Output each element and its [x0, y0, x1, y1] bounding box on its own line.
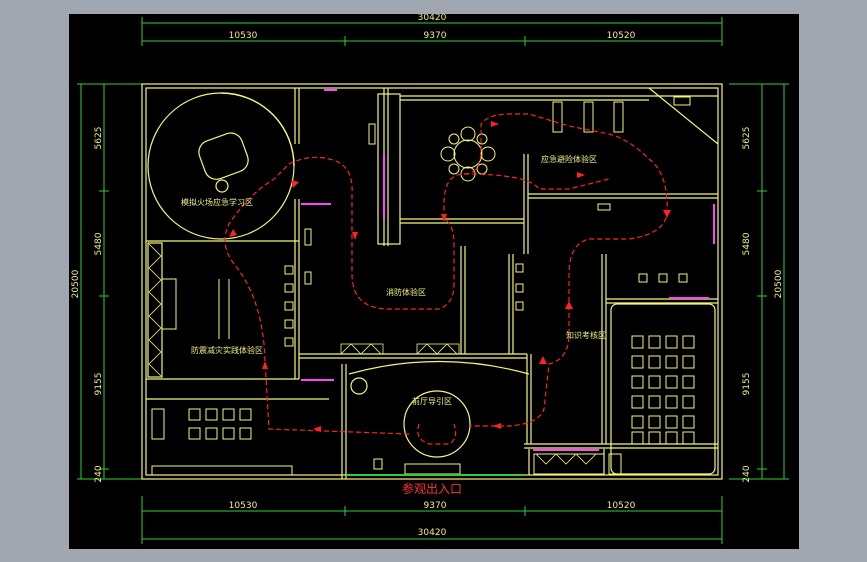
dim-top-seg-1: 10530: [229, 31, 258, 41]
room-label-knowledge-test: 知识考核区: [566, 330, 606, 340]
furniture: [151, 96, 691, 476]
circular-room: [147, 92, 530, 458]
stairs: [148, 243, 597, 465]
dim-right-total: 20500: [774, 269, 784, 298]
dim-left-seg-3: 9155: [94, 373, 104, 396]
dim-bottom-seg-1: 10530: [229, 501, 258, 511]
dim-right-seg-3: 9155: [742, 373, 752, 396]
visitor-route: [224, 113, 668, 445]
dim-top-total: 30420: [418, 14, 447, 23]
dim-left-total: 20500: [71, 269, 81, 298]
room-label-emergency-shelter: 应急避险体验区: [541, 154, 597, 164]
dim-right-seg-2: 5480: [742, 232, 752, 255]
dim-bottom-seg-3: 10520: [607, 501, 636, 511]
lower-left-seats: [188, 408, 252, 440]
dimension-lines: [77, 17, 789, 544]
round-table: [440, 126, 496, 182]
accents: [301, 89, 715, 451]
room-label-lobby: 前厅导引区: [412, 396, 452, 406]
dim-left-seg-2: 5480: [94, 232, 104, 255]
route-arrows: [229, 121, 671, 432]
dim-top-seg-2: 9370: [424, 31, 447, 41]
room-label-fire-experience: 消防体验区: [386, 287, 426, 297]
room-label-earthquake: 防震减灾实践体验区: [191, 345, 263, 355]
cad-canvas: 30420 10530 9370 10520 10530 9370 10520 …: [69, 13, 799, 549]
dim-bottom-seg-2: 9370: [424, 501, 447, 511]
floor-plan: 30420 10530 9370 10520 10530 9370 10520 …: [71, 13, 789, 544]
dim-left-seg-1: 5625: [94, 127, 104, 150]
dim-top-seg-3: 10520: [607, 31, 636, 41]
dim-right-seg-4: 240: [742, 465, 752, 482]
dim-left-seg-4: 240: [94, 465, 104, 482]
classroom-seats: [631, 335, 695, 445]
room-label-fire-sim: 模拟火场应急学习区: [181, 197, 253, 207]
walls: [141, 83, 723, 480]
dim-bottom-total: 30420: [418, 528, 447, 538]
entrance-label: 参观出入口: [402, 481, 462, 496]
dim-right-seg-1: 5625: [742, 127, 752, 150]
